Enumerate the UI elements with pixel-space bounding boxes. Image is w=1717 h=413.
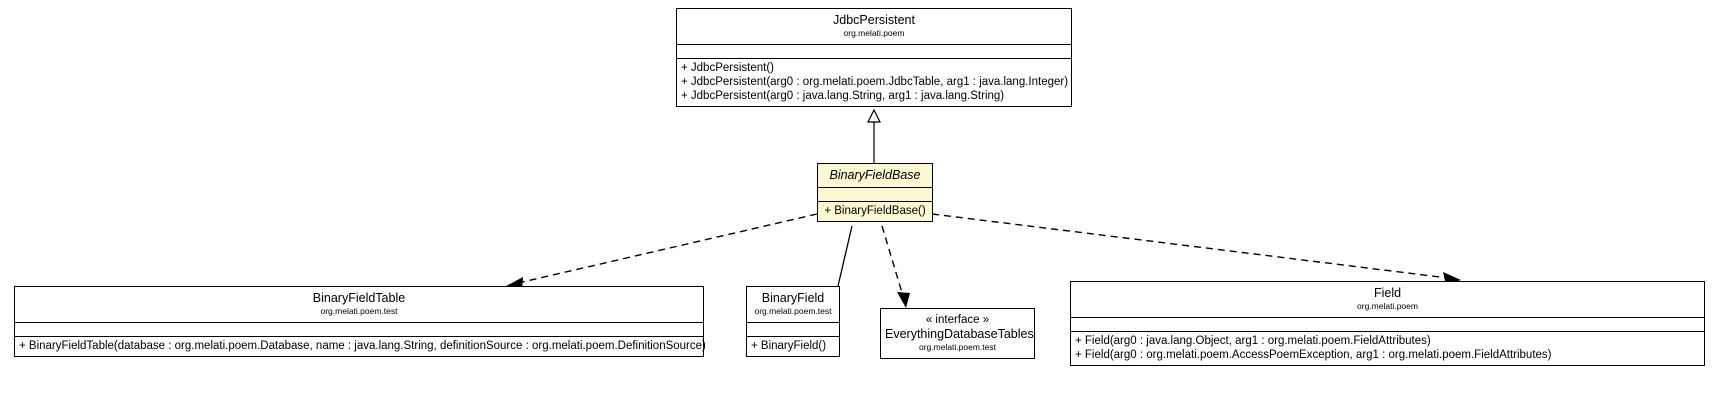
class-stereotype-everythingdatabasetables: « interface » bbox=[925, 314, 990, 326]
class-box-binaryfieldbase[interactable]: BinaryFieldBase + BinaryFieldBase() bbox=[817, 163, 933, 222]
class-box-binaryfieldtable[interactable]: BinaryFieldTable org.melati.poem.test + … bbox=[14, 286, 706, 357]
operation-line: + Field(arg0 : java.lang.Object, arg1 : … bbox=[1075, 335, 1431, 347]
class-operations-jdbcpersistent: + JdbcPersistent() + JdbcPersistent(arg0… bbox=[677, 59, 1071, 106]
class-header-field: Field org.melati.poem bbox=[1071, 282, 1704, 318]
class-attributes-binaryfieldtable bbox=[15, 323, 703, 337]
class-box-field[interactable]: Field org.melati.poem + Field(arg0 : jav… bbox=[1070, 281, 1705, 366]
class-box-binaryfield[interactable]: BinaryField org.melati.poem.test + Binar… bbox=[746, 286, 840, 357]
operation-line: + BinaryField() bbox=[751, 340, 827, 352]
class-name-binaryfield: BinaryField bbox=[761, 291, 825, 305]
class-header-binaryfieldtable: BinaryFieldTable org.melati.poem.test bbox=[15, 287, 703, 323]
class-operations-field: + Field(arg0 : java.lang.Object, arg1 : … bbox=[1071, 332, 1704, 365]
class-operations-binaryfieldtable: + BinaryFieldTable(database : org.melati… bbox=[15, 337, 706, 356]
class-name-binaryfieldbase: BinaryFieldBase bbox=[829, 168, 921, 182]
operation-line: + JdbcPersistent(arg0 : java.lang.String… bbox=[681, 90, 1005, 102]
class-operations-binaryfieldbase: + BinaryFieldBase() bbox=[818, 202, 932, 221]
class-box-jdbcpersistent[interactable]: JdbcPersistent org.melati.poem + JdbcPer… bbox=[676, 8, 1072, 107]
operation-line: + JdbcPersistent() bbox=[681, 62, 774, 74]
class-attributes-binaryfield bbox=[747, 323, 839, 337]
class-package-field: org.melati.poem bbox=[1357, 301, 1418, 311]
operation-line: + BinaryFieldBase() bbox=[824, 205, 926, 217]
relation-generalization-jdbcpersistent bbox=[867, 108, 881, 163]
class-package-jdbcpersistent: org.melati.poem bbox=[843, 28, 905, 38]
operation-line: + Field(arg0 : org.melati.poem.AccessPoe… bbox=[1075, 349, 1552, 361]
relation-association-binaryfield bbox=[837, 225, 853, 287]
class-package-everythingdatabasetables: org.melati.poem.test bbox=[918, 342, 996, 352]
class-attributes-field bbox=[1071, 318, 1704, 332]
class-name-field: Field bbox=[1373, 286, 1402, 300]
operation-line: + JdbcPersistent(arg0 : org.melati.poem.… bbox=[681, 76, 1069, 88]
class-operations-binaryfield: + BinaryField() bbox=[747, 337, 839, 356]
class-name-jdbcpersistent: JdbcPersistent bbox=[833, 13, 915, 27]
class-attributes-jdbcpersistent bbox=[677, 45, 1071, 59]
class-name-everythingdatabasetables: EverythingDatabaseTables bbox=[885, 327, 1034, 341]
class-header-jdbcpersistent: JdbcPersistent org.melati.poem bbox=[677, 9, 1071, 45]
class-package-binaryfieldtable: org.melati.poem.test bbox=[320, 306, 398, 316]
class-attributes-binaryfieldbase bbox=[818, 188, 932, 202]
class-header-everythingdatabasetables: « interface » EverythingDatabaseTables o… bbox=[881, 309, 1034, 358]
class-name-binaryfieldtable: BinaryFieldTable bbox=[312, 291, 406, 305]
relation-dependency-field bbox=[931, 213, 1461, 285]
relation-dependency-everythingdatabasetables bbox=[881, 225, 910, 308]
class-header-binaryfield: BinaryField org.melati.poem.test bbox=[747, 287, 839, 323]
class-box-everythingdatabasetables[interactable]: « interface » EverythingDatabaseTables o… bbox=[880, 308, 1035, 359]
relation-dependency-binaryfieldtable bbox=[506, 213, 818, 290]
class-package-binaryfield: org.melati.poem.test bbox=[754, 306, 832, 316]
operation-line: + BinaryFieldTable(database : org.melati… bbox=[19, 340, 706, 352]
class-header-binaryfieldbase: BinaryFieldBase bbox=[818, 164, 932, 188]
